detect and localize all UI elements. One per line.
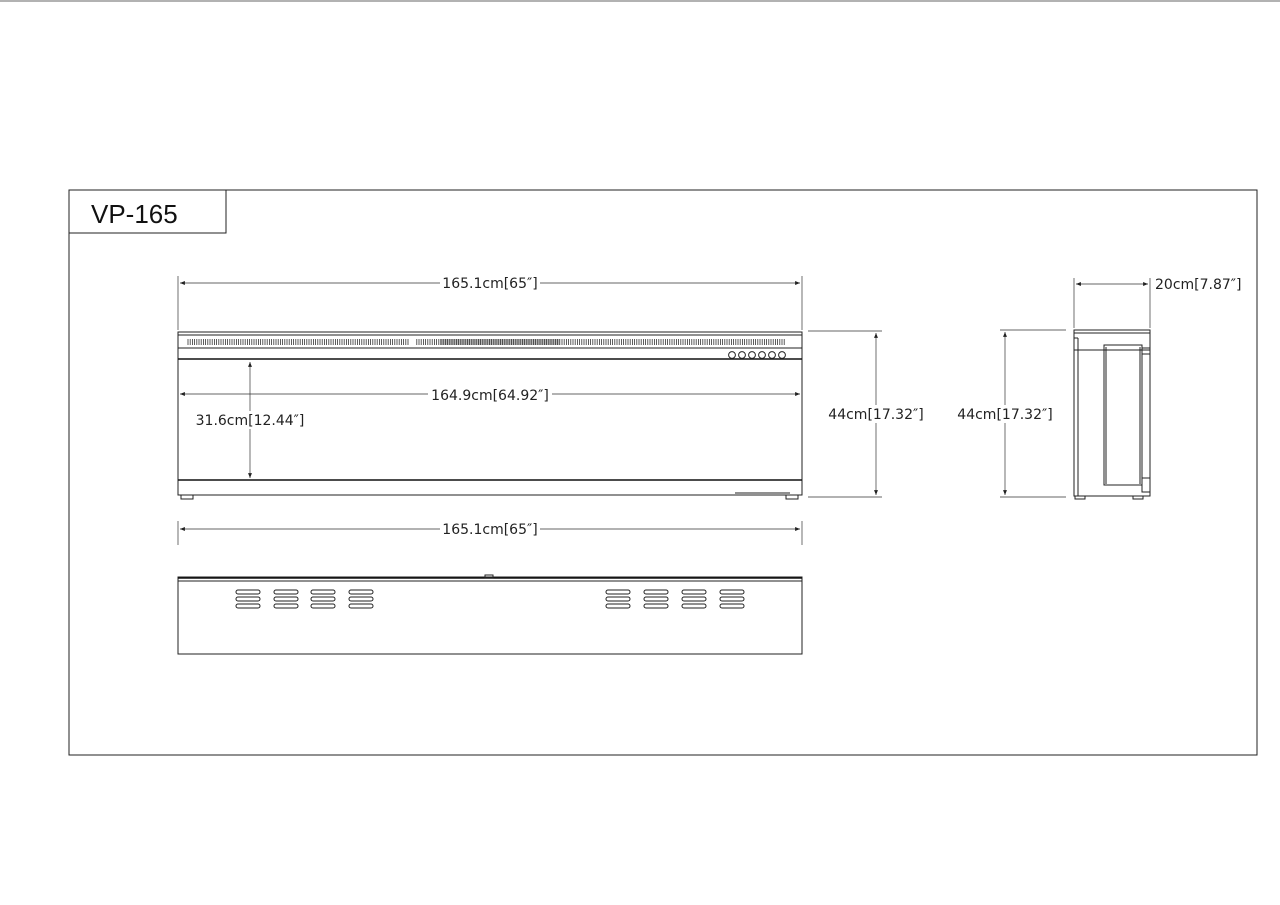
control-buttons: [728, 351, 786, 359]
front-inner-width-label: 164.9cm[64.92″]: [431, 388, 549, 404]
front-overall-width-label: 165.1cm[65″]: [442, 276, 537, 292]
vent-group: [605, 589, 631, 609]
vent-group: [235, 589, 261, 609]
control-button: [738, 351, 746, 359]
control-button: [728, 351, 736, 359]
top-overall-width-label: 165.1cm[65″]: [442, 522, 537, 538]
top-grille: [187, 339, 785, 345]
vent-groups: [235, 589, 745, 609]
title-block: VP-165: [69, 190, 227, 234]
vent-group: [719, 589, 745, 609]
side-depth-label: 20cm[7.87″]: [1155, 277, 1241, 293]
sheet-border: [68, 189, 1258, 756]
front-view: 165.1cm[65″] 164.9cm[64.92″] 31.6cm[12.4…: [177, 273, 926, 500]
model-title: VP-165: [91, 199, 178, 229]
vent-group: [310, 589, 336, 609]
side-height-label: 44cm[17.32″]: [957, 407, 1052, 423]
top-view: 165.1cm[65″]: [177, 519, 803, 655]
control-button: [778, 351, 786, 359]
control-button: [768, 351, 776, 359]
side-view: 20cm[7.87″] 44cm[17.32″]: [955, 275, 1246, 500]
front-overall-height-label: 44cm[17.32″]: [828, 407, 923, 423]
vent-group: [348, 589, 374, 609]
front-inner-height-label: 31.6cm[12.44″]: [196, 413, 305, 429]
control-button: [758, 351, 766, 359]
vent-group: [643, 589, 669, 609]
vent-group: [273, 589, 299, 609]
vent-group: [681, 589, 707, 609]
control-button: [748, 351, 756, 359]
